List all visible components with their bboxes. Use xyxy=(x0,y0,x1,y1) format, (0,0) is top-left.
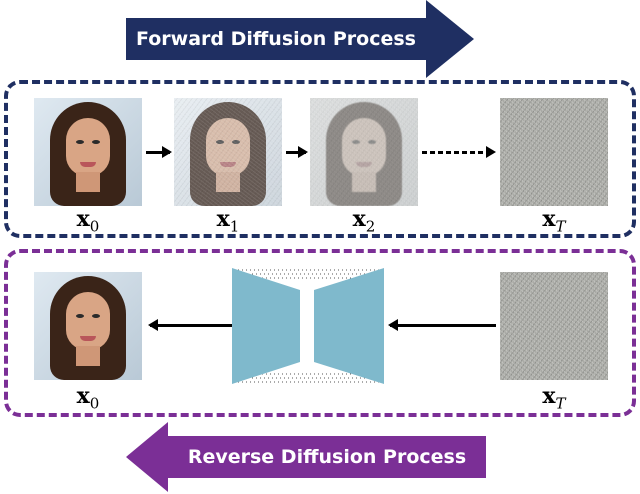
label-x1: x1 xyxy=(216,206,240,236)
reverse-label-x0: x0 xyxy=(76,383,100,413)
reverse-label-xT: xT xyxy=(542,383,566,413)
forward-image-x2 xyxy=(310,98,418,206)
forward-process-title: Forward Diffusion Process xyxy=(136,28,416,50)
reverse-image-x0 xyxy=(34,272,142,380)
reverse-process-panel xyxy=(4,249,636,417)
forward-arrow-2 xyxy=(286,146,308,158)
reverse-arrow-out xyxy=(148,319,232,331)
encoder-shape xyxy=(232,268,300,384)
label-x0: x0 xyxy=(76,206,100,236)
decoder-shape xyxy=(314,268,384,384)
reverse-process-banner: Reverse Diffusion Process xyxy=(126,422,486,492)
denoising-network xyxy=(232,268,384,384)
label-xT: xT xyxy=(542,206,566,236)
reverse-process-title: Reverse Diffusion Process xyxy=(187,446,467,468)
forward-image-x1 xyxy=(174,98,282,206)
forward-process-panel xyxy=(4,80,636,238)
reverse-image-xT xyxy=(500,272,608,380)
forward-arrow-dotted xyxy=(422,146,496,158)
forward-arrow-1 xyxy=(146,146,172,158)
forward-arrowhead-icon xyxy=(426,0,474,78)
reverse-arrow-in xyxy=(388,319,496,331)
forward-image-xT xyxy=(500,98,608,206)
reverse-arrowhead-icon xyxy=(126,422,168,492)
forward-image-x0 xyxy=(34,98,142,206)
forward-process-banner: Forward Diffusion Process xyxy=(126,0,474,78)
label-x2: x2 xyxy=(352,206,376,236)
